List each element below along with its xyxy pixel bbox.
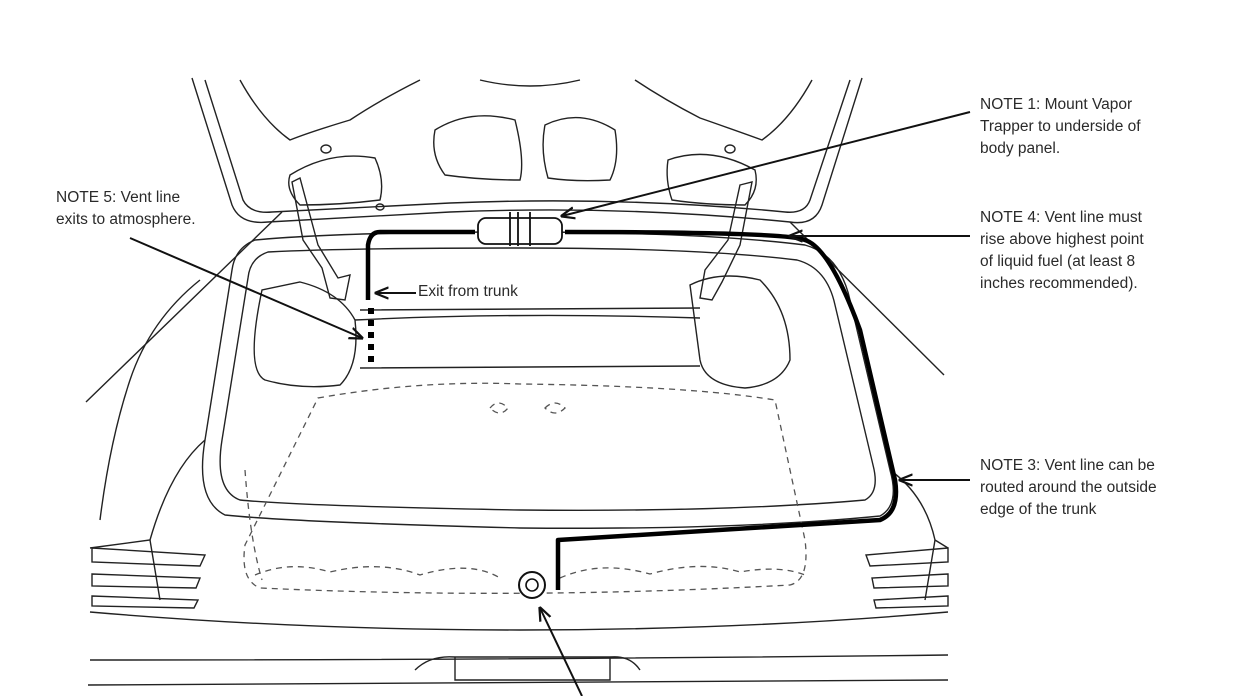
trunk-opening-outer — [201, 231, 894, 529]
vent-outlet-fitting — [518, 571, 546, 599]
right-taillight-grille — [865, 547, 949, 609]
note-line: NOTE 1: Mount Vapor — [980, 96, 1133, 113]
note-line: routed around the outside — [980, 479, 1157, 496]
note-line: exits to atmosphere. — [56, 211, 196, 228]
fuel-tank-outline — [243, 382, 807, 594]
trunk-opening-inner — [219, 247, 876, 511]
exit-from-trunk-label: Exit from trunk — [418, 283, 518, 300]
outlet-pointer — [540, 608, 583, 696]
car-body-outline — [85, 77, 949, 686]
note1-pointer — [562, 111, 971, 216]
trunk-lid-inner — [204, 79, 851, 213]
note-1-text: NOTE 1: Mount Vapor Trapper to underside… — [980, 94, 1141, 160]
right-hinge — [699, 181, 753, 301]
note-line: inches recommended). — [980, 275, 1138, 292]
note-line: Trapper to underside of — [980, 118, 1141, 135]
trunk-lid-outline — [191, 77, 863, 224]
note-4-text: NOTE 4: Vent line must rise above highes… — [980, 207, 1144, 295]
left-hinge — [291, 176, 351, 301]
note-line: edge of the trunk — [980, 501, 1097, 518]
left-taillight-grille — [91, 547, 207, 609]
note-line: body panel. — [980, 140, 1061, 157]
note-line: NOTE 5: Vent line — [56, 189, 181, 206]
note-line: NOTE 3: Vent line can be — [980, 457, 1155, 474]
note-3-text: NOTE 3: Vent line can be routed around t… — [980, 455, 1157, 521]
rear-body-outline — [89, 439, 949, 549]
vapor-trapper — [477, 212, 563, 246]
note-line: of liquid fuel (at least 8 — [980, 253, 1136, 270]
callout-pointers — [129, 111, 971, 696]
note-line: NOTE 4: Vent line must — [980, 209, 1142, 226]
vent-line — [365, 229, 899, 590]
note-5-text: NOTE 5: Vent line exits to atmosphere. — [56, 187, 196, 231]
note5-pointer — [129, 237, 362, 338]
note-line: rise above highest point — [980, 231, 1144, 248]
